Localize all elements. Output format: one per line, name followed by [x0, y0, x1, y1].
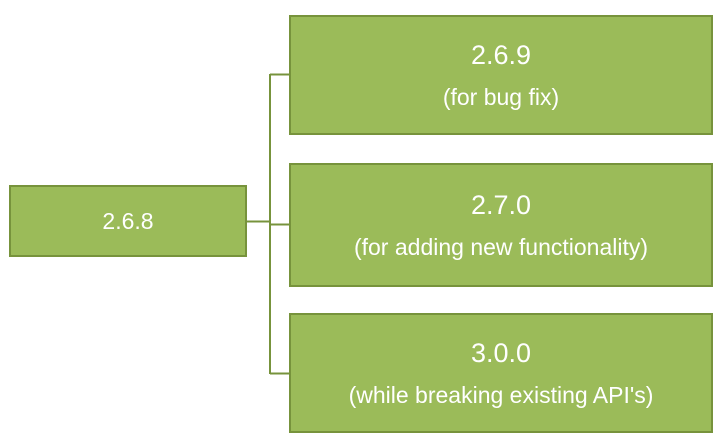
node-child-version-1[interactable]: 2.6.9 (for bug fix) [289, 15, 713, 135]
node-parent-version-label: 2.6.8 [102, 207, 154, 234]
node-child-2-version-label: 2.7.0 [470, 189, 532, 220]
node-child-version-2[interactable]: 2.7.0 (for adding new functionality) [289, 163, 713, 287]
node-child-version-3[interactable]: 3.0.0 (while breaking existing API's) [289, 313, 713, 433]
node-child-3-version-label: 3.0.0 [470, 337, 532, 368]
node-child-1-description-label: (for bug fix) [442, 84, 560, 111]
node-child-1-version-label: 2.6.9 [470, 39, 532, 70]
node-child-2-description-label: (for adding new functionality) [353, 234, 649, 261]
node-child-3-description-label: (while breaking existing API's) [348, 382, 654, 409]
node-parent-version[interactable]: 2.6.8 [9, 185, 247, 257]
